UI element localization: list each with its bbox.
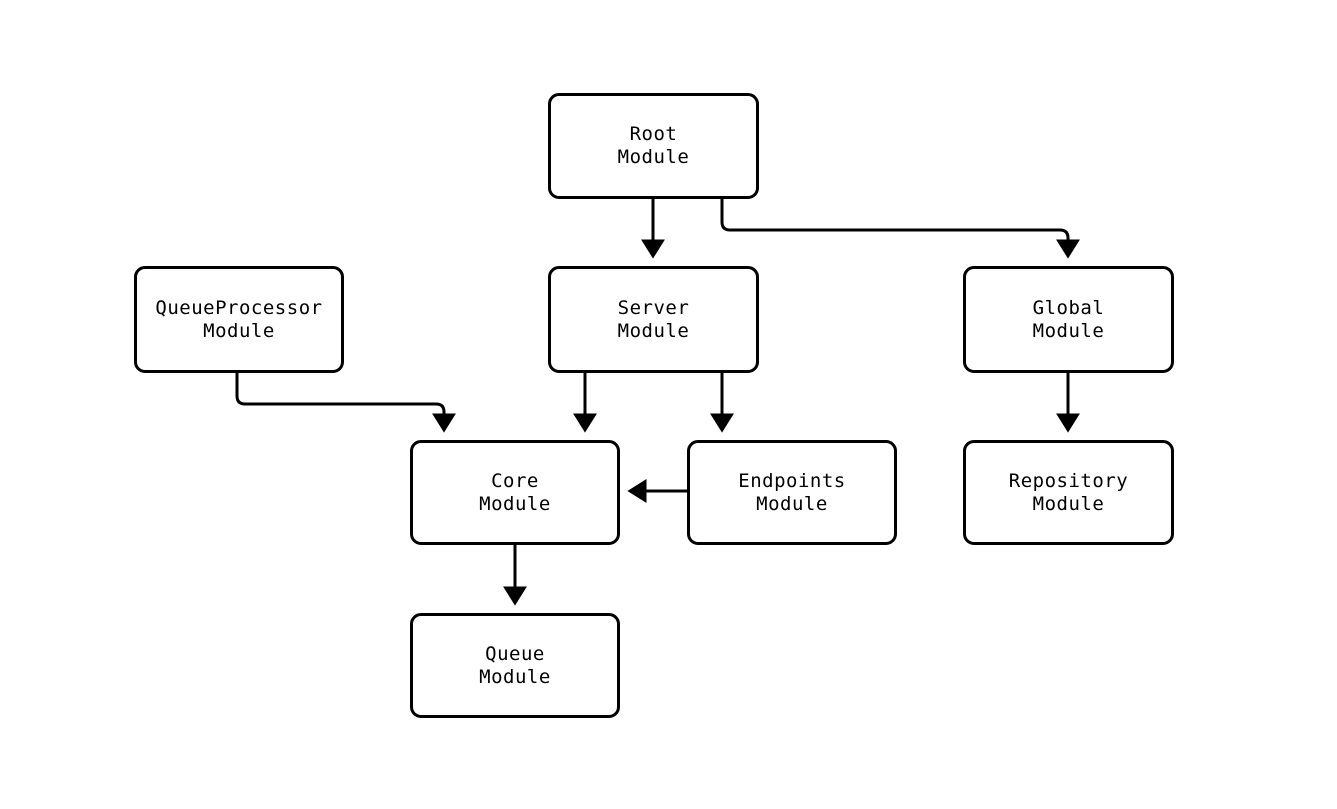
node-repository-name: Repository — [1008, 469, 1129, 492]
node-repository-suffix: Module — [1032, 492, 1105, 515]
node-server-name: Server — [617, 296, 690, 319]
node-repository[interactable]: Repository Module — [963, 440, 1174, 545]
node-global-name: Global — [1032, 296, 1105, 319]
node-root-suffix: Module — [617, 146, 690, 168]
node-global[interactable]: Global Module — [963, 266, 1174, 373]
node-root-name: Root — [629, 123, 678, 145]
node-queueprocessor-name: QueueProcessor — [155, 296, 323, 319]
node-queueprocessor[interactable]: QueueProcessor Module — [134, 266, 344, 373]
edge-queueprocessor-core — [235, 373, 456, 433]
node-root[interactable]: Root Module — [548, 93, 759, 199]
node-queue[interactable]: Queue Module — [410, 613, 620, 718]
node-server-suffix: Module — [617, 319, 690, 342]
node-server[interactable]: Server Module — [548, 266, 759, 373]
node-queue-name: Queue — [485, 642, 545, 665]
node-endpoints[interactable]: Endpoints Module — [687, 440, 897, 545]
node-global-suffix: Module — [1032, 319, 1105, 342]
node-core-name: Core — [491, 469, 539, 492]
node-queueprocessor-suffix: Module — [203, 319, 275, 342]
node-core[interactable]: Core Module — [410, 440, 620, 545]
node-core-suffix: Module — [479, 492, 551, 515]
edge-root-global — [720, 199, 1080, 259]
node-endpoints-name: Endpoints — [738, 469, 846, 492]
node-endpoints-suffix: Module — [756, 492, 828, 515]
node-queue-suffix: Module — [479, 665, 551, 688]
